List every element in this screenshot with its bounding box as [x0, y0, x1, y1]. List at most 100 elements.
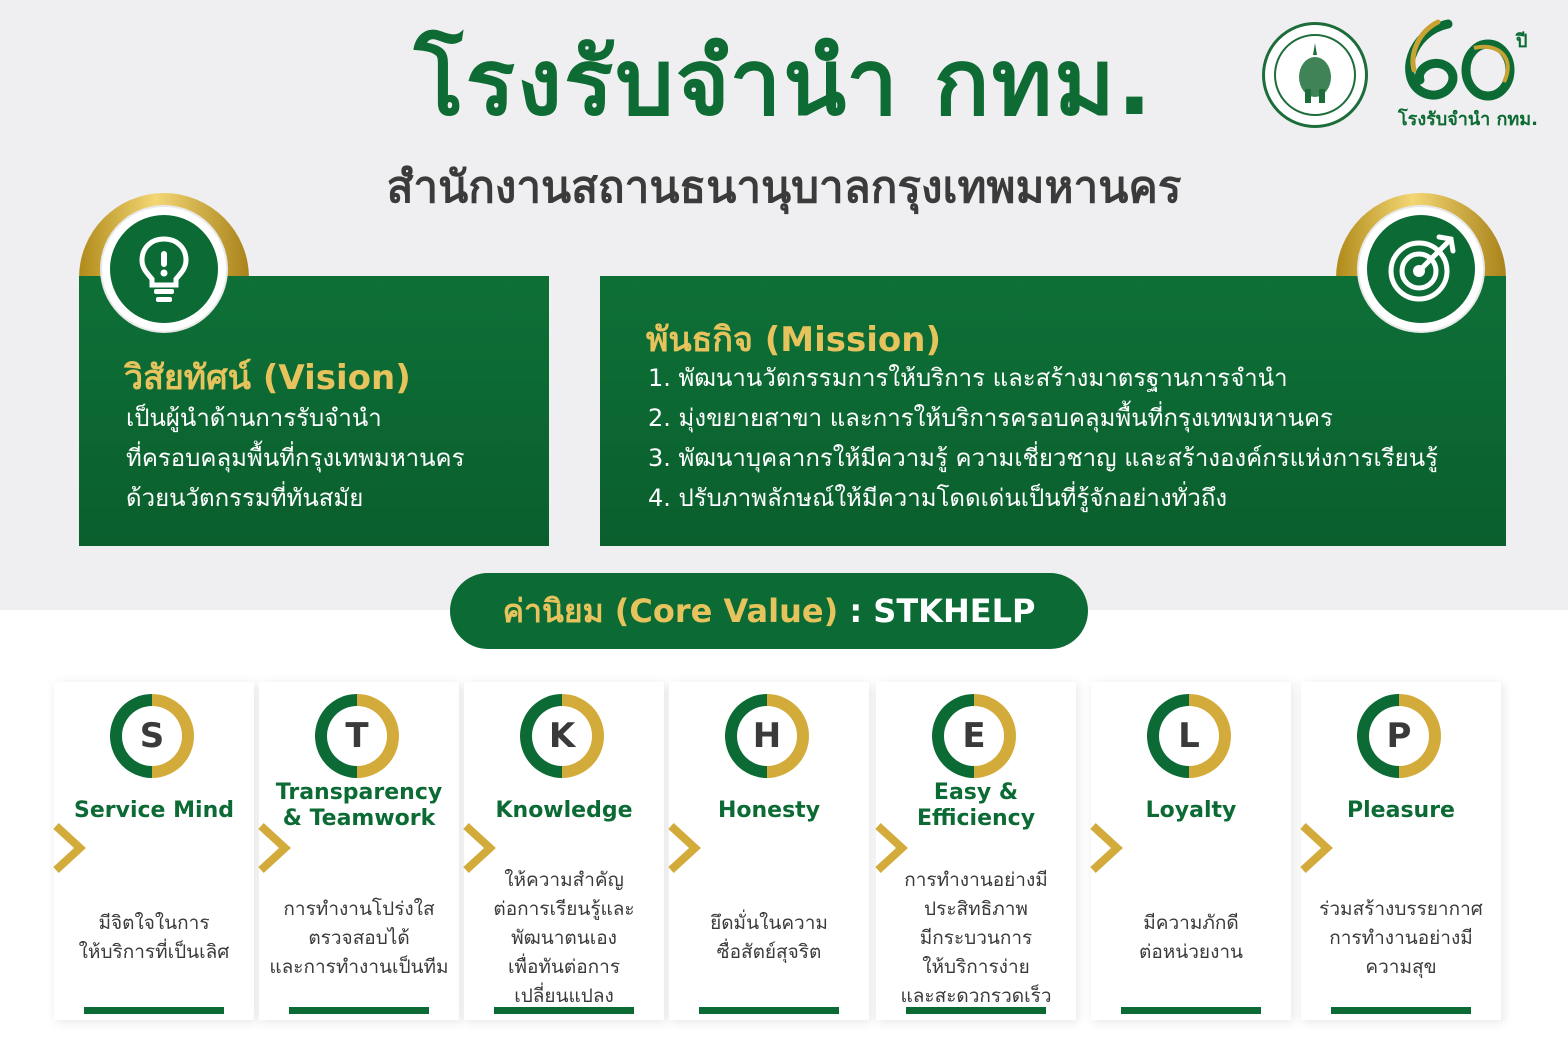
value-card-t: T Transparency& Teamwork การทำงานโปร่งใสตร… [259, 682, 459, 1020]
value-description-line: การทำงานโปร่งใส [283, 898, 435, 920]
core-value-label: ค่านิยม (Core Value) [502, 591, 839, 630]
value-title-line: Loyalty [1145, 798, 1237, 823]
bma-seal-logo [1262, 22, 1368, 128]
value-description: การทำงานอย่างมีประสิทธิภาพมีกระบวนการให้… [880, 866, 1072, 1011]
value-card-h: H Honesty ยึดมั่นในความซื่อสัตย์สุจริต [669, 682, 869, 1020]
value-description-line: การทำงานอย่างมี [1329, 927, 1473, 949]
letter-text: P [1369, 706, 1429, 766]
letter-badge: P [1357, 694, 1441, 778]
letter-text: H [737, 706, 797, 766]
core-value-banner: ค่านิยม (Core Value) : STKHELP [450, 573, 1088, 649]
value-description-line: ความสุข [1365, 956, 1437, 978]
value-description: มีจิตใจในการให้บริการที่เป็นเลิศ [58, 909, 250, 967]
chevron-right-icon [668, 823, 701, 873]
value-description: ร่วมสร้างบรรยากาศการทำงานอย่างมีความสุข [1305, 895, 1497, 982]
value-title: Honesty [669, 798, 869, 824]
letter-text: T [327, 706, 387, 766]
value-title-line: Service Mind [74, 798, 234, 823]
value-description-line: พัฒนาตนเอง [511, 927, 617, 949]
value-card-e: E Easy &Efficiency การทำงานอย่างมีประสิทธิ… [876, 682, 1076, 1020]
letter-text: S [122, 706, 182, 766]
value-title: Easy &Efficiency [876, 780, 1076, 832]
mission-item: 1. พัฒนานวัตกรรมการให้บริการ และสร้างมาต… [648, 364, 1288, 392]
anniversary-60-logo: ปี โรงรับจำนำ กทม. [1388, 18, 1548, 133]
value-description: ให้ความสำคัญต่อการเรียนรู้และพัฒนาตนเองเ… [468, 866, 660, 1011]
target-icon [1388, 234, 1456, 302]
value-description: การทำงานโปร่งใสตรวจสอบได้และการทำงานเป็น… [263, 895, 455, 982]
vision-line: ที่ครอบคลุมพื้นที่กรุงเทพมหานคร [126, 444, 465, 472]
value-title-line: Efficiency [916, 806, 1036, 831]
value-description-line: มีกระบวนการ [919, 927, 1033, 949]
value-description-line: และการทำงานเป็นทีม [269, 956, 449, 978]
letter-badge: T [315, 694, 399, 778]
letter-badge: L [1147, 694, 1231, 778]
letter-text: L [1159, 706, 1219, 766]
value-title: Knowledge [464, 798, 664, 824]
card-underline [699, 1007, 839, 1014]
value-description-line: มีความภักดี [1143, 912, 1239, 934]
value-title: Pleasure [1301, 798, 1501, 824]
value-description-line: ต่อหน่วยงาน [1139, 941, 1243, 963]
core-value-acronym: STKHELP [873, 592, 1036, 630]
value-card-s: S Service Mind มีจิตใจในการให้บริการที่เป็… [54, 682, 254, 1020]
value-title: Loyalty [1091, 798, 1291, 824]
card-underline [84, 1007, 224, 1014]
value-card-l: L Loyalty มีความภักดีต่อหน่วยงาน [1091, 682, 1291, 1020]
core-value-separator: : [838, 592, 874, 630]
letter-badge: K [520, 694, 604, 778]
chevron-right-icon [53, 823, 86, 873]
value-description-line: ประสิทธิภาพ [924, 898, 1028, 920]
card-underline [906, 1007, 1046, 1014]
value-title-line: Easy & [933, 780, 1019, 805]
value-title-line: & Teamwork [282, 806, 436, 831]
card-underline [289, 1007, 429, 1014]
value-description-line: ซื่อสัตย์สุจริต [716, 941, 822, 963]
chevron-right-icon [1090, 823, 1123, 873]
letter-badge: S [110, 694, 194, 778]
value-card-k: K Knowledge ให้ความสำคัญต่อการเรียนรู้และพ… [464, 682, 664, 1020]
value-description-line: และสะดวกรวดเร็ว [900, 985, 1052, 1007]
value-description-line: ร่วมสร้างบรรยากาศ [1319, 898, 1483, 920]
value-description-line: เพื่อทันต่อการ [507, 956, 621, 978]
mission-item: 3. พัฒนาบุคลากรให้มีความรู้ ความเชี่ยวชา… [648, 444, 1438, 472]
anniversary-suffix: ปี [1516, 31, 1528, 52]
value-description-line: ให้บริการที่เป็นเลิศ [78, 941, 230, 963]
value-description: ยึดมั่นในความซื่อสัตย์สุจริต [673, 909, 865, 967]
lightbulb-icon [139, 236, 189, 302]
value-title-line: Pleasure [1347, 798, 1455, 823]
mission-list: 1. พัฒนานวัตกรรมการให้บริการ และสร้างมาต… [648, 358, 1438, 518]
letter-text: E [944, 706, 1004, 766]
letter-badge: H [725, 694, 809, 778]
value-title-line: Transparency [275, 780, 443, 805]
card-underline [494, 1007, 634, 1014]
anniversary-caption: โรงรับจำนำ กทม. [1397, 109, 1539, 130]
vision-icon-circle [102, 207, 226, 331]
mission-item: 2. มุ่งขยายสาขา และการให้บริการครอบคลุมพ… [648, 404, 1333, 432]
value-description-line: เปลี่ยนแปลง [514, 985, 614, 1007]
mission-icon-circle [1359, 207, 1483, 331]
value-title: Service Mind [54, 798, 254, 824]
page-title: โรงรับจำนำ กทม. [414, 29, 1154, 136]
card-underline [1121, 1007, 1261, 1014]
page-subtitle: สำนักงานสถานธนานุบาลกรุงเทพมหานคร [386, 162, 1182, 213]
mission-heading: พันธกิจ (Mission) [646, 320, 942, 360]
chevron-right-icon [1300, 823, 1333, 873]
value-title: Transparency& Teamwork [259, 780, 459, 832]
mission-panel [600, 276, 1506, 546]
vision-line: ด้วยนวัตกรรมที่ทันสมัย [126, 484, 364, 512]
letter-badge: E [932, 694, 1016, 778]
value-title-line: Knowledge [495, 798, 633, 823]
letter-text: K [532, 706, 592, 766]
value-description-line: การทำงานอย่างมี [904, 869, 1048, 891]
value-title-line: Honesty [717, 798, 821, 823]
card-underline [1331, 1007, 1471, 1014]
mission-item: 4. ปรับภาพลักษณ์ให้มีความโดดเด่นเป็นที่ร… [648, 484, 1228, 512]
chevron-right-icon [463, 823, 496, 873]
vision-text: เป็นผู้นำด้านการรับจำนำ ที่ครอบคลุมพื้นท… [126, 398, 465, 518]
value-description-line: ให้ความสำคัญ [504, 869, 624, 891]
chevron-right-icon [258, 823, 291, 873]
value-description: มีความภักดีต่อหน่วยงาน [1095, 909, 1287, 967]
vision-heading: วิสัยทัศน์ (Vision) [124, 358, 411, 398]
value-card-p: P Pleasure ร่วมสร้างบรรยากาศการทำงานอย่างม… [1301, 682, 1501, 1020]
value-description-line: ยึดมั่นในความ [710, 912, 828, 934]
